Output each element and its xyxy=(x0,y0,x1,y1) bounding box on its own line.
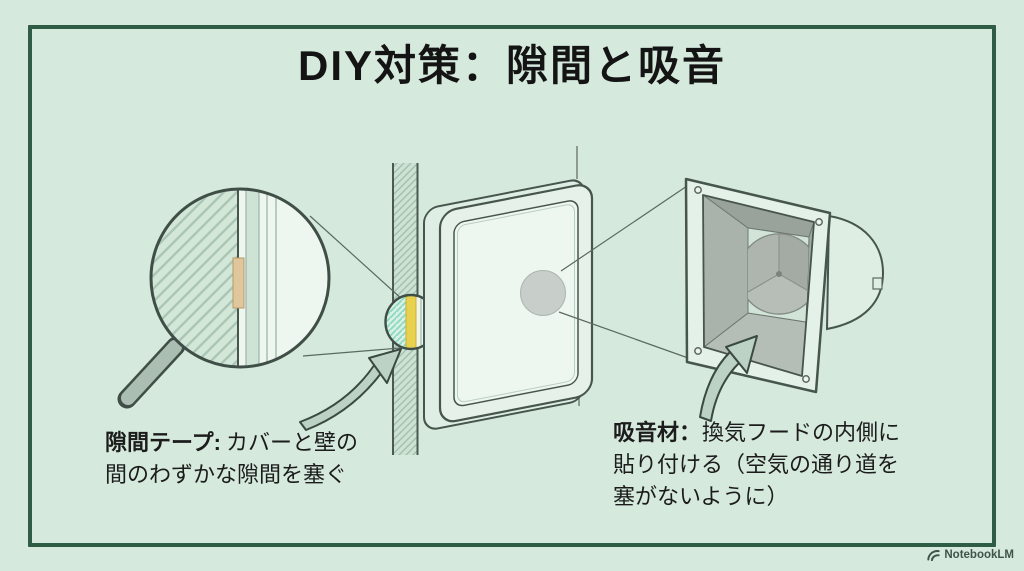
gap-tape-term: 隙間テープ: xyxy=(105,430,222,455)
page-title: DIY対策：隙間と吸音 xyxy=(297,42,726,89)
gap-tape-strip xyxy=(232,257,245,309)
vent-cover xyxy=(423,179,594,430)
slide-border xyxy=(28,25,996,547)
brand-name: NotebookLM xyxy=(944,549,1014,561)
sound-absorber-text1: 換気フードの内側に xyxy=(702,420,901,445)
sound-absorber-label: 吸音材：換気フードの内側に 貼り付ける（空気の通り道を 塞がないように） xyxy=(613,417,900,513)
magnified-gap-view xyxy=(151,189,277,367)
magnifier-handle xyxy=(117,336,186,409)
sound-absorber-label-line1: 吸音材：換気フードの内側に xyxy=(613,417,900,449)
vent-opening-mark xyxy=(520,270,566,316)
duct-cylinder xyxy=(825,214,885,331)
gap-tape-text1: カバーと壁の xyxy=(226,430,359,455)
gap-arrow-icon xyxy=(299,348,402,431)
sound-absorber-text2: 貼り付ける（空気の通り道を xyxy=(613,452,900,477)
sound-absorber-term: 吸音材： xyxy=(613,420,702,445)
gap-tape-label: 隙間テープ:カバーと壁の 間のわずかな隙間を塞ぐ xyxy=(105,427,358,491)
gap-tape-text2: 間のわずかな隙間を塞ぐ xyxy=(105,462,348,487)
hood-screws xyxy=(694,186,823,383)
sound-absorber-text3: 塞がないように） xyxy=(613,484,789,509)
magnifier-callout-lines xyxy=(302,215,404,357)
brand-footer: NotebookLM xyxy=(927,549,1014,561)
absorber-arrow-icon xyxy=(699,335,758,422)
hood-callout-lines xyxy=(558,183,692,360)
gap-tape-label-line1: 隙間テープ:カバーと壁の xyxy=(105,427,358,459)
vent-hood xyxy=(684,177,885,394)
notebooklm-logo-icon xyxy=(927,550,941,561)
magnifying-glass xyxy=(117,187,331,409)
